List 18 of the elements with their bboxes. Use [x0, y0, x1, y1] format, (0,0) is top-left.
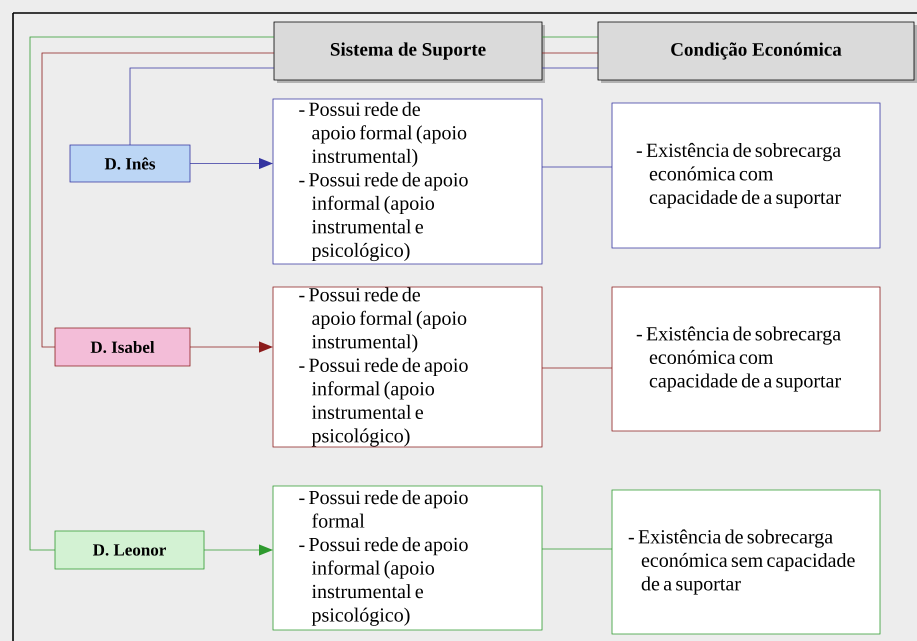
text-box: - Existência de sobrecarga económica sem capacidade de a suportar	[612, 490, 880, 634]
person-box: D. Leonor	[54, 530, 204, 570]
connector	[542, 36, 598, 38]
connector	[130, 68, 274, 146]
person-box: D. Isabel	[54, 328, 190, 366]
text-box: - Possui rede de apoio formal (apoio instrumental) - Possui rede de apoio informal (apoio instrumental e psicológico)	[272, 98, 542, 264]
text-box: - Existência de sobrecarga económica com capacidade de a suportar	[612, 286, 880, 432]
header-box: Sistema de Suporte	[274, 22, 545, 83]
connector	[542, 166, 612, 168]
header-box: Condição Económica	[598, 22, 917, 83]
connector	[542, 548, 612, 550]
text-box: - Possui rede de apoio formal - Possui rede de apoio informal (apoio instrumental e psicológico)	[272, 486, 542, 630]
connector	[42, 52, 274, 348]
person-box: D. Inês	[70, 144, 190, 182]
text-box: - Existência de sobrecarga económica com capacidade de a suportar	[612, 102, 880, 248]
connector	[542, 52, 598, 54]
text-box: - Possui rede de apoio formal (apoio instrumental) - Possui rede de apoio informal (apoio instrumental e psicológico)	[272, 286, 542, 448]
connector	[30, 36, 274, 550]
